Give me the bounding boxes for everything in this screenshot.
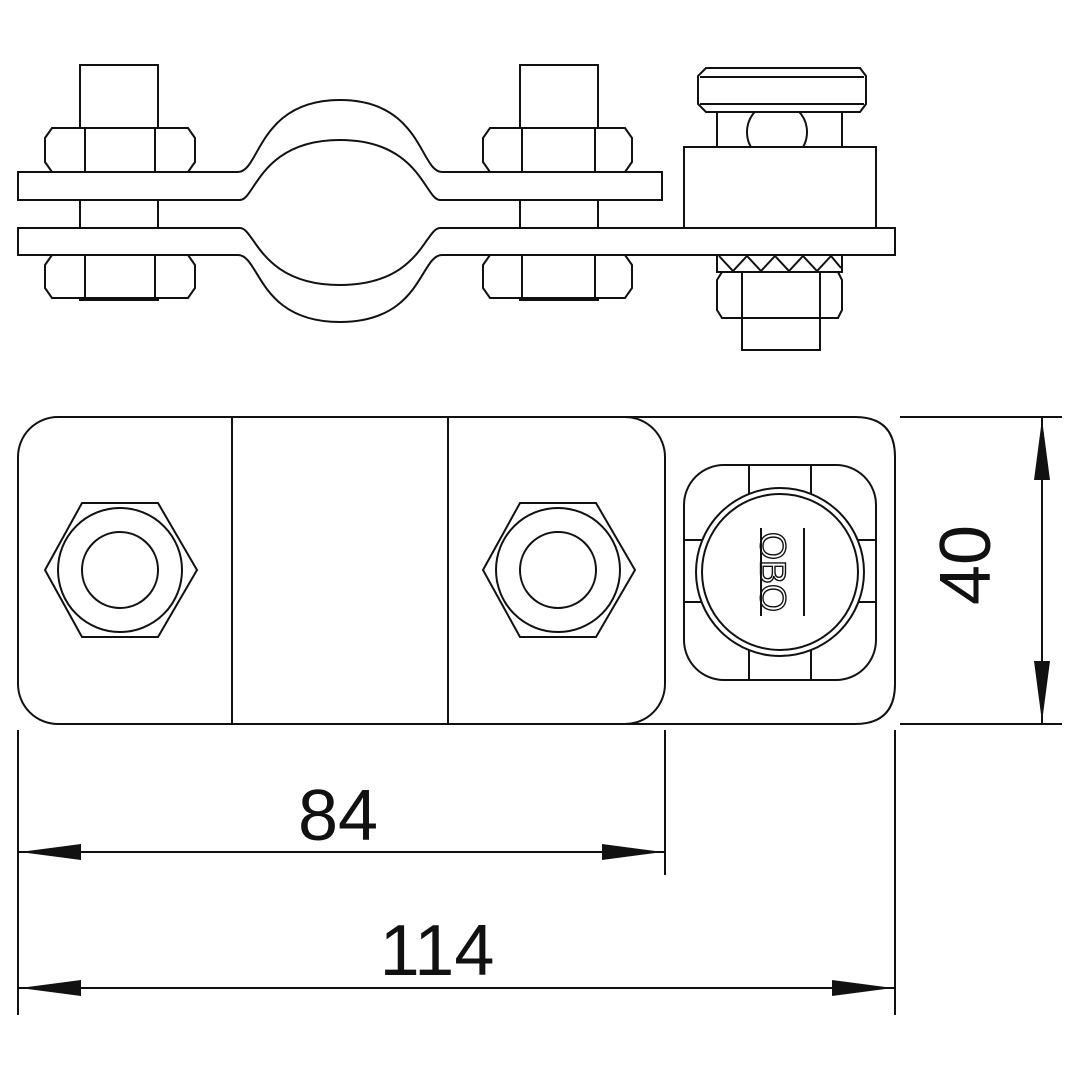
arrowhead [602,844,663,860]
dimension-84: 84 [17,730,666,1015]
nut-upper-right [482,127,633,173]
arrowhead [20,980,81,996]
nut-upper-left [44,127,196,173]
dimension-height: 40 [900,416,1062,725]
arrowhead [1034,419,1050,480]
hex-nut-left [43,502,199,638]
upper-strap [17,98,663,201]
clamp-plate [17,416,666,725]
nut-lower-left [44,254,196,299]
arrowhead [20,844,81,860]
dimension-label-84: 84 [298,776,378,856]
obo-logo: OBO [752,532,793,612]
nut-lower-right [482,254,633,299]
dimension-label-114: 114 [380,911,495,991]
dimension-label-40: 40 [926,525,1006,605]
plan-view: OBO [17,416,896,725]
arrowhead [832,980,893,996]
side-view [17,64,896,351]
hex-nut-right [481,502,637,638]
terminal-screw-top: OBO [683,464,877,681]
arrowhead [1034,661,1050,722]
terminal-clamp-side [683,67,877,351]
lower-strap [17,227,896,324]
dimension-114: 114 [18,730,896,1015]
